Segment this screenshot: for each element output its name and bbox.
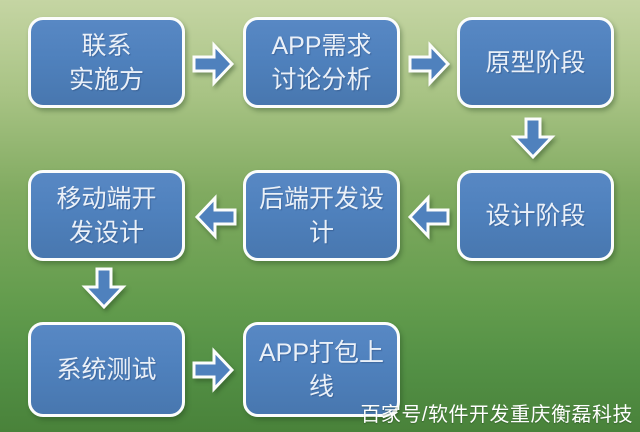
- flow-arrow-down-icon: [80, 266, 128, 310]
- flow-step-contact-implementer: 联系 实施方: [28, 17, 185, 108]
- flow-arrow-left-icon: [194, 193, 238, 241]
- flow-arrow-left-icon: [407, 193, 451, 241]
- flow-step-requirements-analysis: APP需求 讨论分析: [243, 17, 400, 108]
- flow-step-backend-dev: 后端开发设 计: [243, 170, 400, 261]
- flow-step-app-launch: APP打包上 线: [243, 322, 400, 417]
- flow-arrow-right-icon: [191, 40, 235, 88]
- flow-step-label: APP需求 讨论分析: [271, 31, 372, 94]
- flow-step-mobile-dev: 移动端开 发设计: [28, 170, 185, 261]
- flow-step-label: 后端开发设 计: [258, 184, 384, 247]
- flow-step-label: 设计阶段: [485, 201, 586, 230]
- flow-step-label: APP打包上 线: [258, 338, 385, 401]
- flow-step-prototype: 原型阶段: [457, 17, 614, 108]
- flow-arrow-right-icon: [191, 346, 235, 394]
- flow-step-label: 联系 实施方: [68, 31, 144, 94]
- flow-step-system-test: 系统测试: [28, 322, 185, 417]
- flow-arrow-right-icon: [407, 40, 451, 88]
- flow-step-design: 设计阶段: [457, 170, 614, 261]
- flow-arrow-down-icon: [509, 116, 557, 160]
- flow-step-label: 原型阶段: [485, 48, 586, 77]
- flow-step-label: 移动端开 发设计: [56, 184, 157, 247]
- flow-step-label: 系统测试: [56, 355, 157, 384]
- watermark: 百家号/软件开发重庆衡磊科技: [360, 404, 633, 426]
